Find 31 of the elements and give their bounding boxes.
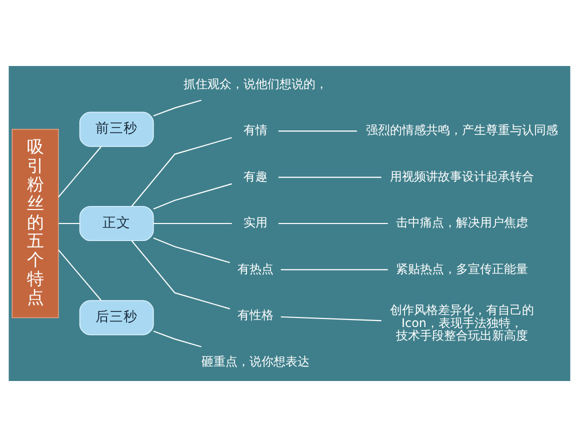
connector: [153, 222, 232, 224]
connector: [58, 146, 102, 197]
node-text: 有趣: [243, 168, 268, 183]
connector: [280, 316, 382, 321]
node-text: 紧贴热点，多宣传正能量: [396, 261, 528, 276]
connector: [278, 176, 382, 178]
connector: [278, 130, 357, 132]
node-text: 击中痛点，解决用户焦虑: [396, 215, 528, 230]
connector: [58, 222, 80, 224]
connector: [131, 136, 232, 206]
node-text: 有性格: [237, 308, 274, 322]
node-box: 后三秒: [79, 300, 154, 335]
node-box: 正文: [79, 205, 154, 241]
node-text: 抓住观众，说他们想说的，: [183, 76, 328, 90]
node-text: 砸重点，说你想表达: [201, 354, 310, 368]
node-box: 吸引粉丝的五个特点: [12, 128, 59, 318]
node-text: 有情: [243, 122, 268, 137]
node-text: 强烈的情感共鸣，产生尊重与认同感: [366, 122, 558, 137]
connector: [278, 222, 388, 224]
node-text: 用视频讲故事设计起承转合: [390, 168, 534, 183]
connector: [280, 268, 388, 270]
connector: [58, 249, 102, 300]
connector: [153, 182, 232, 209]
node-text: 有热点: [237, 261, 274, 276]
node-text: 创作风格差异化，有自己的Icon，表现手法独特，技术手段整合玩出新高度: [390, 302, 534, 342]
node-box: 前三秒: [79, 111, 154, 146]
node-text: 实用: [243, 215, 268, 230]
connector: [153, 99, 202, 116]
connector: [153, 330, 202, 347]
connector: [131, 240, 230, 309]
connector: [153, 237, 230, 263]
